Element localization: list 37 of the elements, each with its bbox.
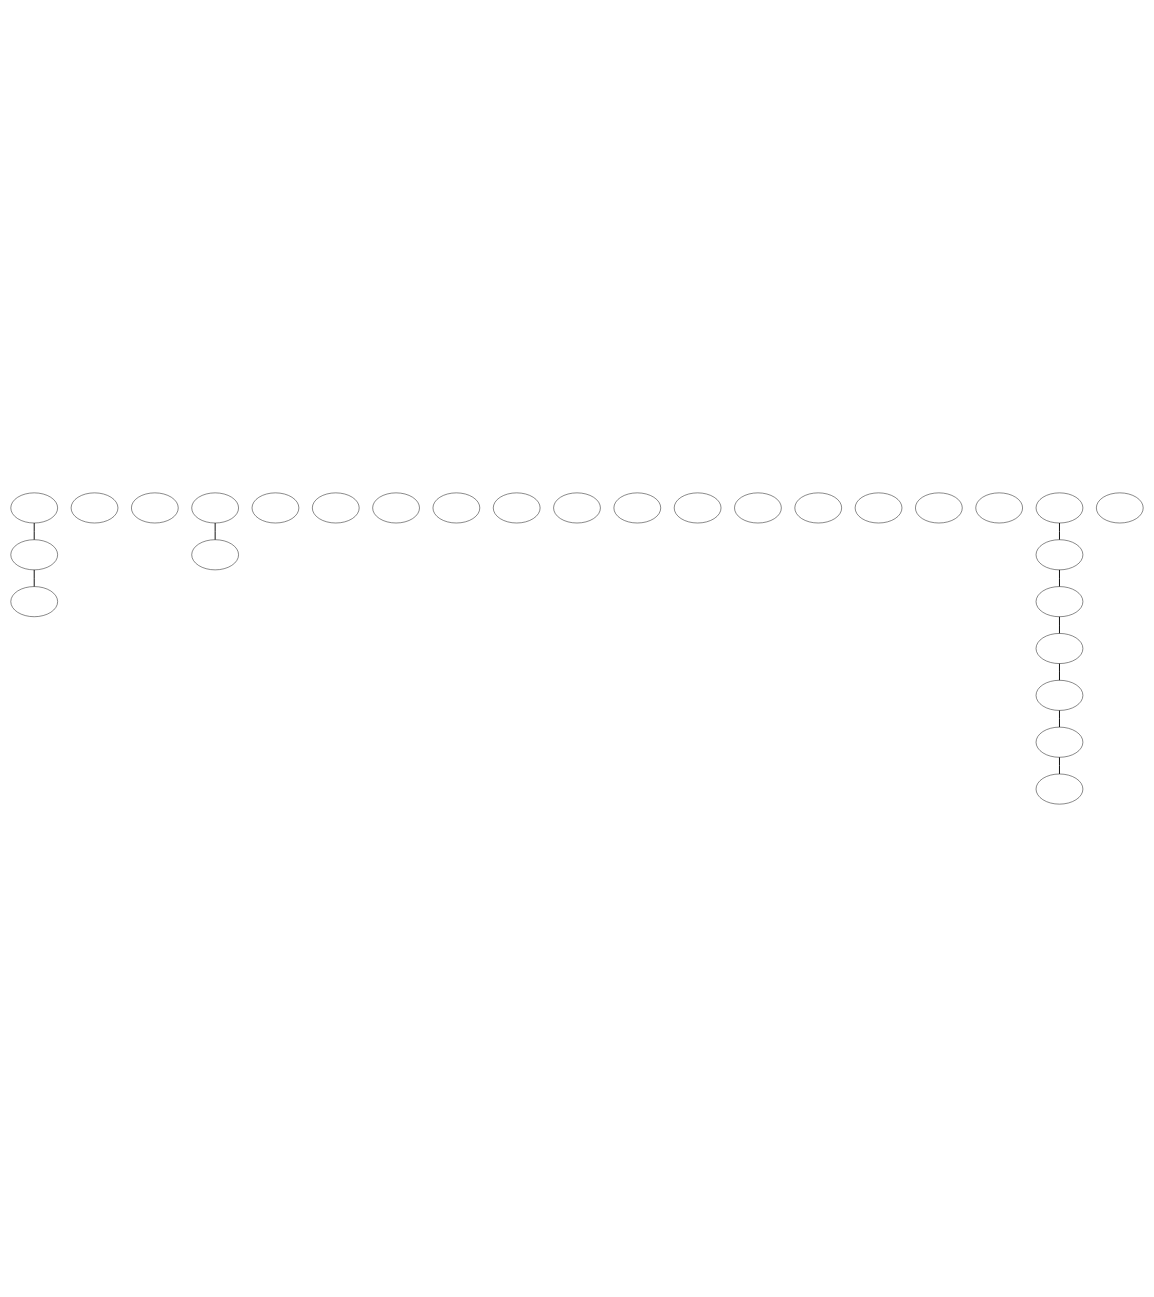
node-ellipse [734, 492, 782, 524]
connector [1059, 522, 1060, 541]
node-ellipse [432, 492, 481, 524]
connector [1059, 710, 1060, 728]
node-ellipse [673, 492, 722, 524]
node-ellipse [70, 492, 119, 524]
connector [1059, 569, 1060, 587]
node-ellipse [131, 492, 179, 524]
connector [1059, 756, 1060, 775]
node-ellipse [794, 492, 842, 524]
connector [33, 569, 35, 587]
node-ellipse [1035, 726, 1084, 758]
node-ellipse [10, 539, 58, 571]
connector [1059, 616, 1060, 634]
node-ellipse [1035, 633, 1084, 664]
node-ellipse [854, 492, 903, 524]
connector [1059, 663, 1060, 681]
node-ellipse [613, 492, 661, 524]
node-ellipse [1096, 492, 1144, 524]
node-ellipse [251, 492, 300, 524]
node-ellipse [915, 492, 963, 524]
node-ellipse [1035, 680, 1084, 711]
node-ellipse [553, 492, 601, 524]
node-ellipse [10, 586, 58, 617]
node-ellipse [191, 492, 239, 524]
node-ellipse [312, 492, 360, 524]
node-ellipse [191, 539, 239, 571]
connector [33, 522, 35, 541]
node-ellipse [493, 492, 541, 524]
node-ellipse [1035, 773, 1084, 805]
connector [214, 522, 216, 541]
node-ellipse [372, 492, 420, 524]
node-ellipse [10, 492, 58, 524]
node-ellipse [1035, 492, 1084, 524]
node-ellipse [975, 492, 1023, 524]
node-ellipse [1035, 586, 1084, 617]
node-ellipse [1035, 539, 1084, 571]
